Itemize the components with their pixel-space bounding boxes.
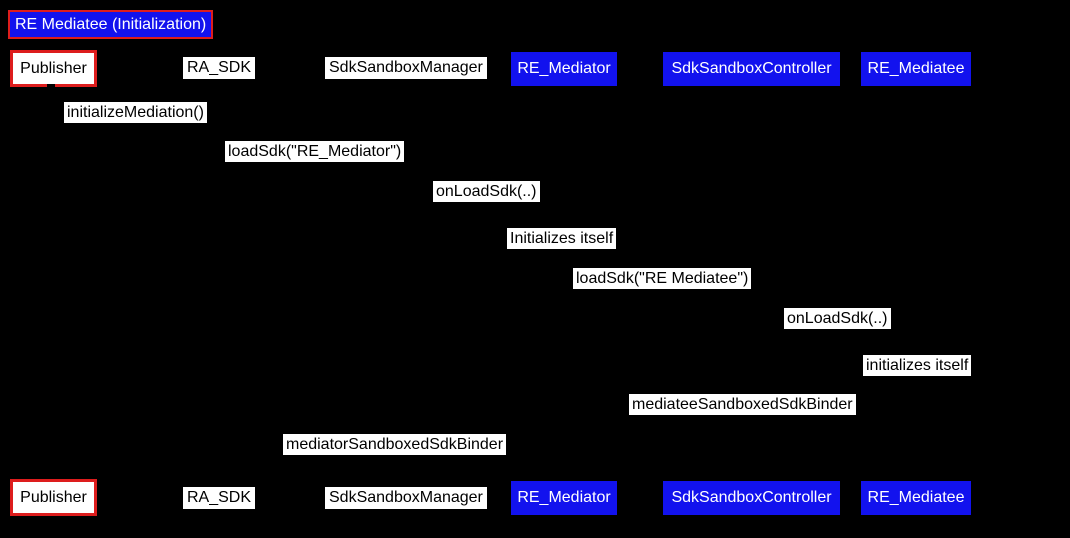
message-on-load-sdk-mediator: onLoadSdk(..) <box>433 181 540 202</box>
message-initializes-itself-mediator: Initializes itself <box>507 228 617 249</box>
message-load-sdk-re-mediator: loadSdk("RE_Mediator") <box>225 141 405 162</box>
participant-publisher-bottom: Publisher <box>10 479 97 516</box>
message-mediatee-sandboxed-sdk-binder: mediateeSandboxedSdkBinder <box>629 394 856 415</box>
message-load-sdk-re-mediatee: loadSdk("RE Mediatee") <box>573 268 752 289</box>
participant-ra-sdk-top: RA_SDK <box>183 57 256 79</box>
message-initializes-itself-mediatee: initializes itself <box>863 355 972 376</box>
participant-sdk-sandbox-manager-bottom: SdkSandboxManager <box>325 487 487 509</box>
diagram-title: RE Mediatee (Initialization) <box>8 10 214 39</box>
participant-re-mediator-top: RE_Mediator <box>511 52 617 86</box>
lifeline-stub-top <box>47 84 55 91</box>
participant-re-mediator-bottom: RE_Mediator <box>511 481 617 515</box>
participant-re-mediatee-top: RE_Mediatee <box>861 52 971 86</box>
participant-sdk-sandbox-manager-top: SdkSandboxManager <box>325 57 487 79</box>
message-initialize-mediation: initializeMediation() <box>64 102 207 123</box>
lifeline-stub-bottom <box>48 473 56 481</box>
participant-re-mediatee-bottom: RE_Mediatee <box>861 481 971 515</box>
participant-publisher-top: Publisher <box>10 50 97 87</box>
participant-ra-sdk-bottom: RA_SDK <box>183 487 256 509</box>
participant-sdk-sandbox-controller-bottom: SdkSandboxController <box>663 481 840 515</box>
message-on-load-sdk-mediatee: onLoadSdk(..) <box>784 308 891 329</box>
message-mediator-sandboxed-sdk-binder: mediatorSandboxedSdkBinder <box>283 434 507 455</box>
participant-sdk-sandbox-controller-top: SdkSandboxController <box>663 52 840 86</box>
